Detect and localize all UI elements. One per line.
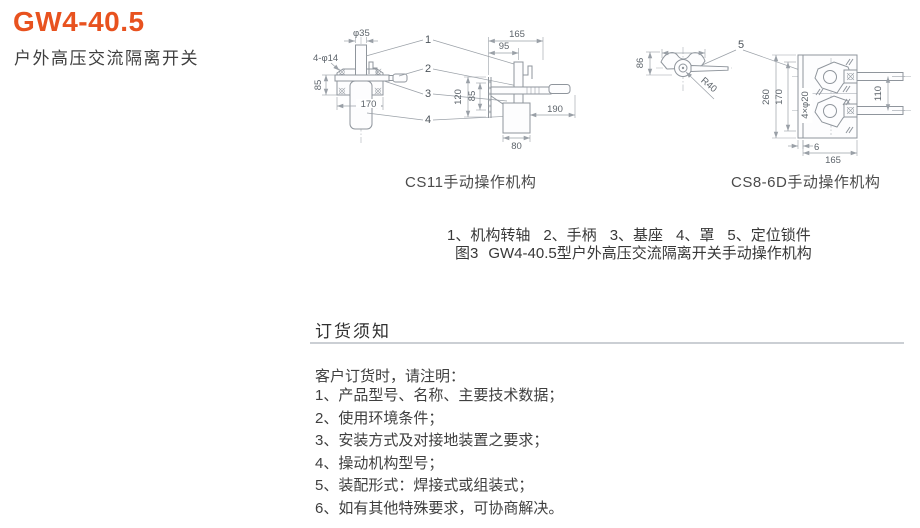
callout-4: 4 [425, 114, 431, 126]
figure-legend: 1、机构转轴 2、手柄 3、基座 4、罩 5、定位锁件 [447, 224, 811, 245]
dim-260: 260 [761, 89, 772, 105]
cs8-body-view: 260 170 4×φ20 110 6 165 [761, 54, 911, 165]
dim-95: 95 [499, 41, 510, 52]
weld-hatch-marks [815, 58, 854, 134]
ordering-item: 6、如有其他特殊要求，可协商解决。 [315, 499, 564, 517]
figure-caption: 图3 GW4-40.5型户外高压交流隔离开关手动操作机构 [455, 242, 812, 263]
cs11-shaft [355, 44, 367, 78]
legend-item: 3、基座 [609, 227, 664, 244]
ordering-item: 5、装配形式：焊接式或组装式； [315, 477, 534, 494]
figure-title: GW4-40.5型户外高压交流隔离开关手动操作机构 [488, 245, 812, 262]
dim-hole-count-cs8: 4×φ20 [800, 91, 811, 119]
dim-shaft-diameter: φ35 [353, 28, 370, 39]
dim-120: 120 [453, 89, 464, 105]
dim-6: 6 [814, 142, 819, 153]
dim-170: 170 [361, 99, 377, 110]
legend-item: 2、手柄 [543, 227, 597, 244]
callout-2: 2 [425, 63, 431, 75]
callout-3: 3 [425, 88, 431, 100]
dim-86: 86 [635, 58, 646, 69]
dim-110: 110 [873, 86, 884, 101]
dim-190: 190 [547, 104, 563, 115]
ordering-item: 2、使用环境条件； [315, 409, 444, 427]
cs11-front-view: φ35 4-φ14 85 170 [313, 28, 408, 143]
dim-85-side: 85 [467, 91, 478, 102]
dim-165-cs8: 165 [825, 155, 841, 165]
ordering-heading: 订货须知 [315, 322, 391, 341]
cs11-technical-drawing: φ35 4-φ14 85 170 1 2 [313, 28, 576, 152]
callout-5: 5 [738, 39, 744, 51]
legend-item: 4、罩 [676, 227, 715, 244]
section-divider [310, 342, 904, 344]
cs11-bolt-holes [338, 68, 382, 95]
cs11-caption: CS11手动操作机构 [405, 174, 537, 191]
ordering-list: 1、产品型号、名称、主要技术数据； 2、使用环境条件； 3、安装方式及对接地装置… [315, 385, 563, 520]
figure-number: 图3 [455, 245, 479, 262]
dim-r40: R40 [698, 75, 718, 95]
page-subtitle: 户外高压交流隔离开关 [14, 49, 199, 68]
dim-80: 80 [511, 141, 522, 152]
legend-item: 5、定位锁件 [727, 227, 811, 244]
cs8-caption: CS8-6D手动操作机构 [731, 174, 881, 191]
cs8-lock-bracket: 86 R40 [635, 47, 732, 100]
dim-170-cs8: 170 [774, 89, 785, 105]
dim-165: 165 [509, 29, 525, 40]
ordering-item: 4、操动机构型号； [315, 454, 444, 472]
dim-85-front: 85 [313, 80, 324, 91]
cs8-technical-drawing: 86 R40 5 [635, 39, 911, 165]
callout-1: 1 [425, 34, 431, 46]
cs11-side-view: 165 95 120 85 190 80 [453, 29, 576, 152]
dim-hole-count: 4-φ14 [313, 53, 338, 64]
ordering-item: 1、产品型号、名称、主要技术数据； [315, 387, 564, 404]
ordering-item: 3、安装方式及对接地装置之要求； [315, 432, 549, 449]
legend-item: 1、机构转轴 [447, 227, 531, 244]
cs11-handle-grip [392, 73, 408, 83]
page-title: GW4-40.5 [13, 6, 145, 37]
cs11-base-box [502, 102, 531, 134]
ordering-intro: 客户订货时，请注明： [315, 368, 466, 385]
